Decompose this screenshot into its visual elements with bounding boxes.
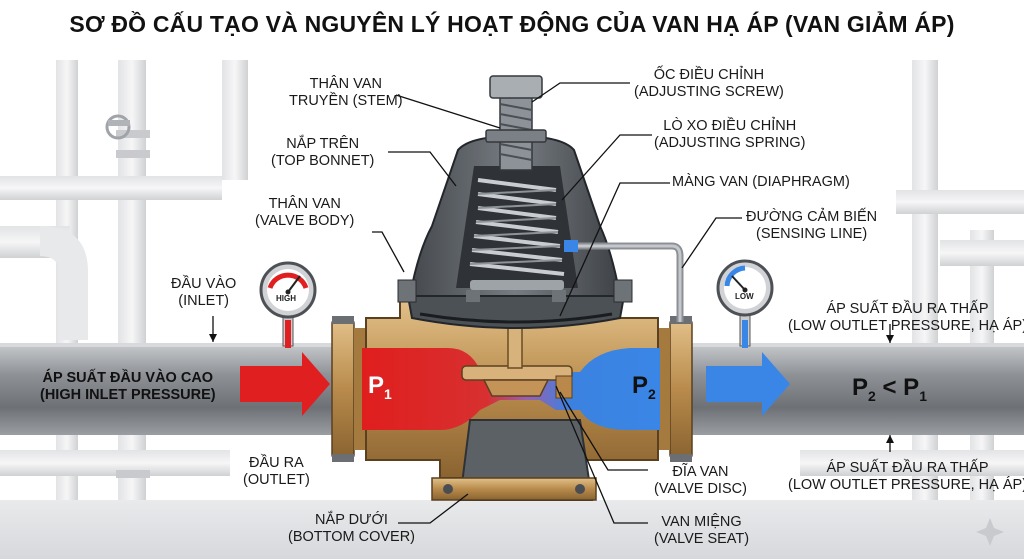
p1-letter: P <box>368 372 385 399</box>
label-stem: THÂN VAN TRUYỀN (STEM) <box>289 76 403 110</box>
label-valve-seat: VAN MIỆNG (VALVE SEAT) <box>654 514 749 548</box>
label-valve-disc-en: (VALVE DISC) <box>654 481 747 497</box>
label-high-inlet-pressure: ÁP SUẤT ĐẦU VÀO CAO (HIGH INLET PRESSURE… <box>40 370 216 404</box>
relation-a-sub: 2 <box>868 387 876 404</box>
label-inlet-vi: ĐẦU VÀO <box>171 276 237 292</box>
label-sensing-line-en: (SENSING LINE) <box>755 226 868 242</box>
label-adjusting-spring-vi: LÒ XO ĐIỀU CHỈNH <box>663 118 797 134</box>
label-low-outlet-bottom-vi: ÁP SUẤT ĐẦU RA THẤP <box>826 460 989 476</box>
pressure-p1: P1 <box>368 372 392 402</box>
label-adjusting-spring-en: (ADJUSTING SPRING) <box>654 135 806 151</box>
label-outlet-vi: ĐẦU RA <box>249 455 304 471</box>
p1-subscript: 1 <box>384 385 392 402</box>
label-outlet: ĐẦU RA (OUTLET) <box>243 455 310 489</box>
label-bottom-cover-vi: NẮP DƯỚI <box>315 512 388 528</box>
label-stem-en: TRUYỀN (STEM) <box>289 93 403 109</box>
label-outlet-en: (OUTLET) <box>243 472 310 488</box>
label-adjusting-screw-vi: ỐC ĐIỀU CHỈNH <box>653 67 765 83</box>
p2-letter: P <box>632 372 649 399</box>
label-inlet: ĐẦU VÀO (INLET) <box>171 276 236 310</box>
label-adjusting-screw: ỐC ĐIỀU CHỈNH (ADJUSTING SCREW) <box>634 67 784 101</box>
label-adjusting-screw-en: (ADJUSTING SCREW) <box>634 84 784 100</box>
label-low-outlet-bottom: ÁP SUẤT ĐẦU RA THẤP (LOW OUTLET PRESSURE… <box>788 460 1024 494</box>
label-low-outlet-top-en: (LOW OUTLET PRESSURE, HẠ ÁP) <box>788 318 1024 334</box>
relation-b: P <box>903 374 920 401</box>
relation-operator: < <box>875 374 904 401</box>
label-bottom-cover: NẮP DƯỚI (BOTTOM COVER) <box>288 512 415 546</box>
gauge-high-label: HIGH <box>276 294 296 303</box>
label-valve-body: THÂN VAN (VALVE BODY) <box>255 196 354 230</box>
label-valve-disc: ĐĨA VAN (VALVE DISC) <box>654 464 747 498</box>
pressure-p2: P2 <box>632 372 656 402</box>
label-high-inlet-vi: ÁP SUẤT ĐẦU VÀO CAO <box>42 370 214 386</box>
relation-a: P <box>852 374 869 401</box>
label-top-bonnet: NẮP TRÊN (TOP BONNET) <box>271 136 374 170</box>
label-adjusting-spring: LÒ XO ĐIỀU CHỈNH (ADJUSTING SPRING) <box>654 118 805 152</box>
label-bottom-cover-en: (BOTTOM COVER) <box>288 529 416 545</box>
label-inlet-en: (INLET) <box>178 293 229 309</box>
label-stem-vi: THÂN VAN <box>309 76 382 92</box>
label-valve-body-en: (VALVE BODY) <box>255 213 355 229</box>
label-sensing-line: ĐƯỜNG CẢM BIẾN (SENSING LINE) <box>746 209 877 243</box>
label-valve-seat-en: (VALVE SEAT) <box>654 531 750 547</box>
label-valve-seat-vi: VAN MIỆNG <box>661 514 742 530</box>
label-low-outlet-top-vi: ÁP SUẤT ĐẦU RA THẤP <box>826 301 989 317</box>
label-valve-disc-vi: ĐĨA VAN <box>672 464 729 480</box>
gauge-low-label: LOW <box>735 292 754 301</box>
p2-subscript: 2 <box>648 385 656 402</box>
label-diaphragm-vi: MÀNG VAN (DIAPHRAGM) <box>672 174 850 190</box>
label-high-inlet-en: (HIGH INLET PRESSURE) <box>40 387 216 403</box>
label-top-bonnet-en: (TOP BONNET) <box>271 153 375 169</box>
label-diaphragm: MÀNG VAN (DIAPHRAGM) <box>672 174 850 191</box>
label-valve-body-vi: THÂN VAN <box>268 196 341 212</box>
label-top-bonnet-vi: NẮP TRÊN <box>286 136 360 152</box>
label-low-outlet-top: ÁP SUẤT ĐẦU RA THẤP (LOW OUTLET PRESSURE… <box>788 301 1024 335</box>
label-low-outlet-bottom-en: (LOW OUTLET PRESSURE, HẠ ÁP) <box>788 477 1024 493</box>
pressure-relation: P2 < P1 <box>852 374 927 404</box>
relation-b-sub: 1 <box>919 387 927 404</box>
label-sensing-line-vi: ĐƯỜNG CẢM BIẾN <box>746 209 878 225</box>
page-title: SƠ ĐỒ CẤU TẠO VÀ NGUYÊN LÝ HOẠT ĐỘNG CỦA… <box>69 11 955 37</box>
